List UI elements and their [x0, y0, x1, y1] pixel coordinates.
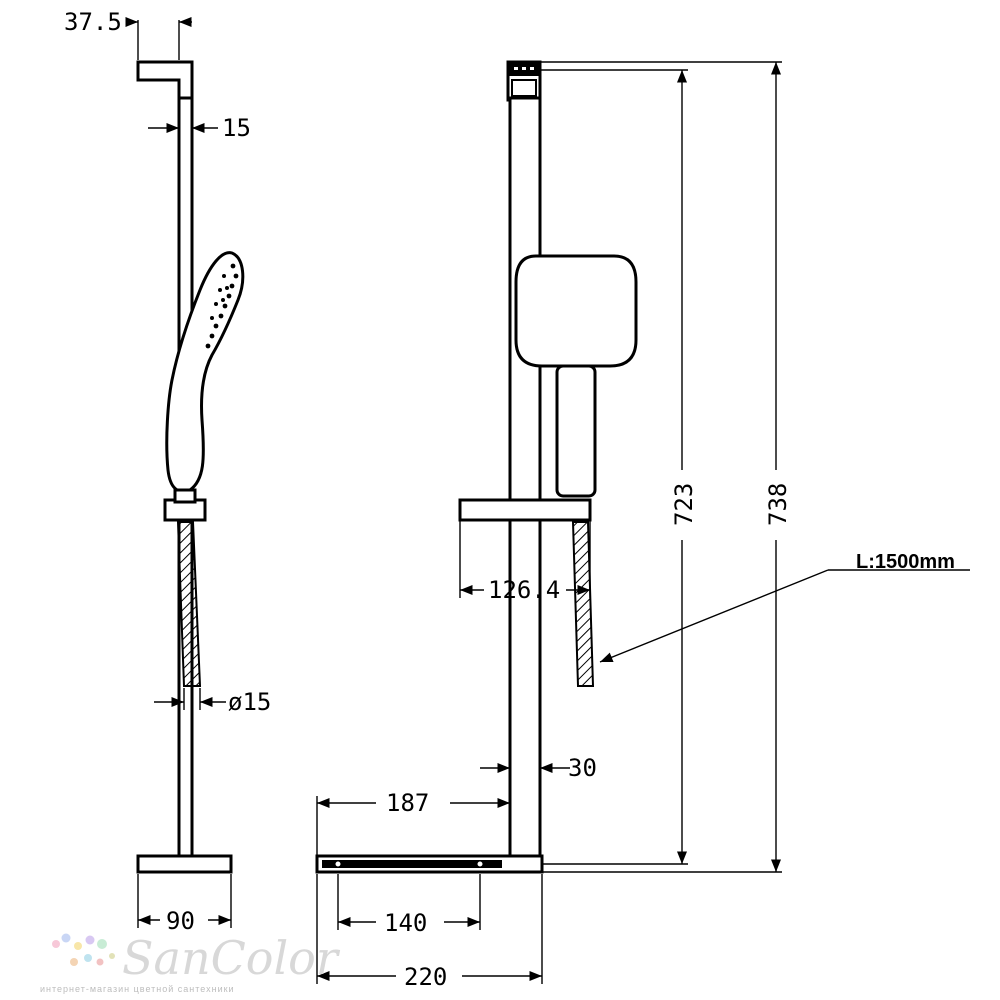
side-nozzle-dots: [205, 263, 239, 349]
side-view: 37.5 15 ø15 90: [64, 8, 271, 935]
dim-soap-dish-total: 220: [404, 963, 447, 991]
dim-hose-diameter: ø15: [228, 688, 271, 716]
dim-side-bar-width: 15: [222, 114, 251, 142]
front-view: 738 723 126.4 30 187 140 220: [315, 60, 970, 991]
watermark-brand: SanColor: [122, 931, 341, 985]
front-soap-dish-hole-right: [476, 860, 484, 868]
dim-soap-dish-offset: 187: [386, 789, 429, 817]
dim-slider-offset: 126.4: [488, 576, 560, 604]
front-top-cap-detail: [508, 62, 540, 76]
callout-hose-length: L:1500mm: [856, 551, 955, 573]
front-top-cap-inner: [511, 79, 537, 97]
side-base: [136, 854, 233, 874]
dim-side-base-depth: 90: [166, 907, 195, 935]
front-hose: [571, 521, 595, 687]
dim-front-total-height: 738: [764, 483, 792, 526]
watermark-logo: SanColor интернет-магазин цветной сантех…: [40, 931, 341, 994]
front-soap-dish-hole-left: [334, 860, 342, 868]
watermark-dots: [52, 933, 115, 966]
side-top-bracket: [136, 60, 194, 102]
front-shower-handle: [555, 364, 597, 498]
side-hose-nut: [173, 488, 197, 504]
dim-front-bar-width: 30: [568, 754, 597, 782]
front-vertical-bar: [508, 96, 542, 860]
watermark-tagline: интернет-магазин цветной сантехники: [40, 984, 235, 994]
dim-front-inner-height: 723: [670, 483, 698, 526]
front-slider: [458, 498, 592, 522]
front-soap-dish-inner: [322, 860, 502, 868]
dim-side-offset: 37.5: [64, 8, 122, 36]
dim-soap-dish-inner: 140: [384, 909, 427, 937]
side-hose: [176, 521, 202, 687]
front-shower-head: [514, 254, 638, 368]
